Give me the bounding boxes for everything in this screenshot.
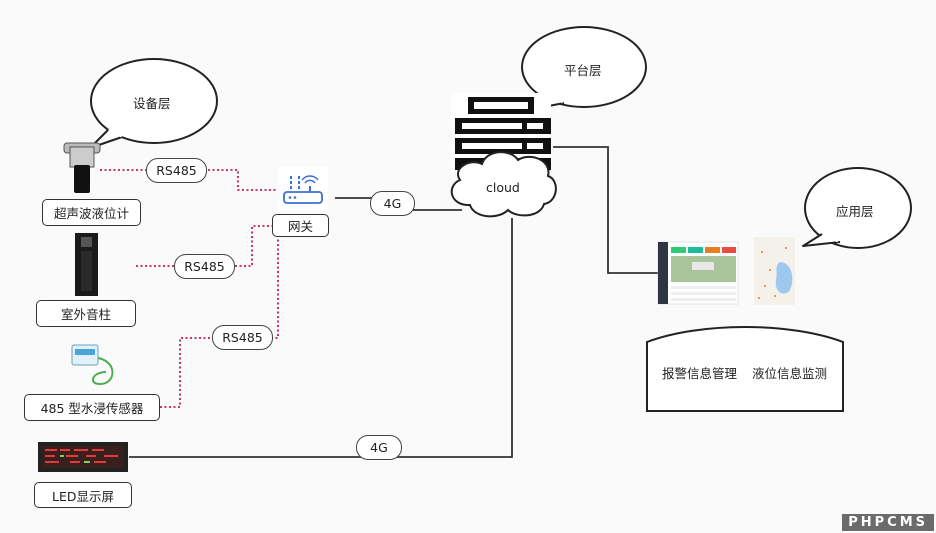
device-layer-label: 设备层 (133, 96, 171, 111)
platform-layer-label: 平台层 (564, 63, 602, 78)
map-screenshot (754, 237, 795, 305)
water-sensor-label: 485 型水浸传感器 (24, 394, 160, 421)
gateway-label: 网关 (272, 214, 329, 237)
rs485-link-label: RS485 (146, 158, 207, 183)
rs485-link-label: RS485 (212, 325, 273, 350)
led-screen-label: LED显示屏 (34, 482, 132, 508)
rs485-link-sensor (160, 237, 279, 408)
watermark: PHPCMS (842, 514, 934, 531)
rs485-link-label: RS485 (174, 254, 235, 279)
dashboard-screenshot (657, 241, 739, 305)
cloud-app-link (553, 146, 658, 274)
app-function-card (646, 326, 844, 412)
column-speaker-icon (75, 233, 98, 296)
device-layer-bubble (89, 58, 218, 149)
led-cloud-link (129, 218, 513, 458)
alarm-management-label: 报警信息管理 (662, 366, 738, 381)
rs485-link-column (136, 225, 277, 267)
application-layer-label: 应用层 (836, 204, 874, 219)
cloud-label: cloud (486, 180, 520, 195)
4g-link-label: 4G (370, 191, 415, 216)
ultrasonic-meter-icon (63, 142, 101, 193)
level-monitoring-label: 液位信息监测 (752, 366, 828, 381)
column-speaker-label: 室外音柱 (36, 300, 136, 327)
water-sensor-icon (71, 344, 114, 386)
led-screen-icon (38, 442, 128, 472)
application-layer-bubble (802, 167, 912, 249)
cloud-icon (450, 151, 557, 218)
ultrasonic-meter-label: 超声波液位计 (42, 199, 141, 226)
router-icon (278, 167, 328, 211)
4g-link-label: 4G (356, 435, 402, 460)
